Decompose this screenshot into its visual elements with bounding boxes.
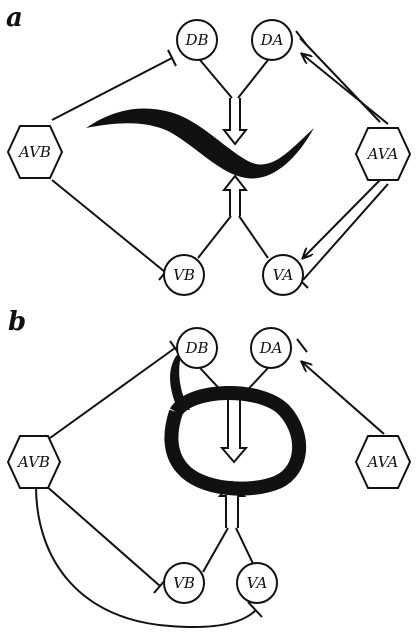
- panel-a-edges: [51, 30, 389, 289]
- node-va: VA: [236, 562, 278, 604]
- node-avb: AVB: [6, 125, 64, 179]
- node-ava: AVA: [354, 435, 412, 489]
- panel-a-letter: a: [6, 3, 23, 33]
- node-va-label: VA: [247, 574, 268, 592]
- worm-coil-head: [170, 352, 190, 410]
- edge-ava-to-da: [302, 54, 389, 125]
- edge-avb-to-db: [49, 347, 176, 439]
- node-vb: VB: [163, 254, 205, 296]
- node-ava-label: AVA: [366, 145, 399, 163]
- edge-ava-to-da-bar: [296, 338, 308, 353]
- edge-avb-to-db-bar: [167, 49, 177, 67]
- node-db: DB: [176, 327, 218, 369]
- node-da-label: DA: [259, 339, 283, 357]
- node-db-label: DB: [184, 339, 208, 357]
- edge-ava-to-va-lower: [302, 183, 389, 281]
- node-va: VA: [262, 254, 304, 296]
- edge-ava-to-da-bar: [295, 30, 307, 45]
- panel-b: b: [6, 307, 412, 629]
- edge-ava-to-da: [302, 362, 385, 435]
- node-db: DB: [176, 19, 218, 61]
- edge-db-to-worm: [199, 59, 233, 99]
- edge-avb-to-va: [35, 485, 257, 629]
- node-vb-label: VB: [173, 266, 195, 284]
- node-avb-label: AVB: [16, 453, 50, 471]
- panel-a: a: [6, 3, 412, 296]
- worm-sinusoidal: [86, 108, 314, 179]
- hollow-arrow-down: [219, 398, 249, 464]
- node-avb-label: AVB: [17, 143, 51, 161]
- node-db-label: DB: [184, 31, 208, 49]
- edge-avb-to-vb: [51, 179, 166, 273]
- node-da: DA: [251, 19, 293, 61]
- edge-va-to-worm: [238, 215, 269, 259]
- node-vb: VB: [163, 562, 205, 604]
- edge-ava-to-va: [303, 179, 381, 258]
- edge-vb-to-worm: [202, 527, 229, 573]
- node-avb: AVB: [6, 435, 62, 489]
- node-da: DA: [250, 327, 292, 369]
- edge-vb-to-worm: [197, 215, 232, 259]
- hollow-arrow-down: [221, 98, 249, 146]
- hollow-arrow-up: [221, 174, 249, 216]
- edge-avb-to-va-bar: [247, 601, 263, 618]
- edge-avb-to-db: [51, 57, 173, 121]
- worm-coil-ring: [164, 386, 306, 496]
- worm-coiled: [164, 352, 306, 496]
- node-ava: AVA: [354, 127, 412, 181]
- node-ava-label: AVA: [366, 453, 399, 471]
- node-da-label: DA: [260, 31, 284, 49]
- panel-b-letter: b: [8, 307, 26, 337]
- node-vb-label: VB: [173, 574, 195, 592]
- edge-avb-to-vb: [43, 483, 161, 587]
- edge-ava-to-da-upper: [299, 37, 381, 123]
- node-va-label: VA: [273, 266, 294, 284]
- edge-da-to-worm: [237, 59, 269, 99]
